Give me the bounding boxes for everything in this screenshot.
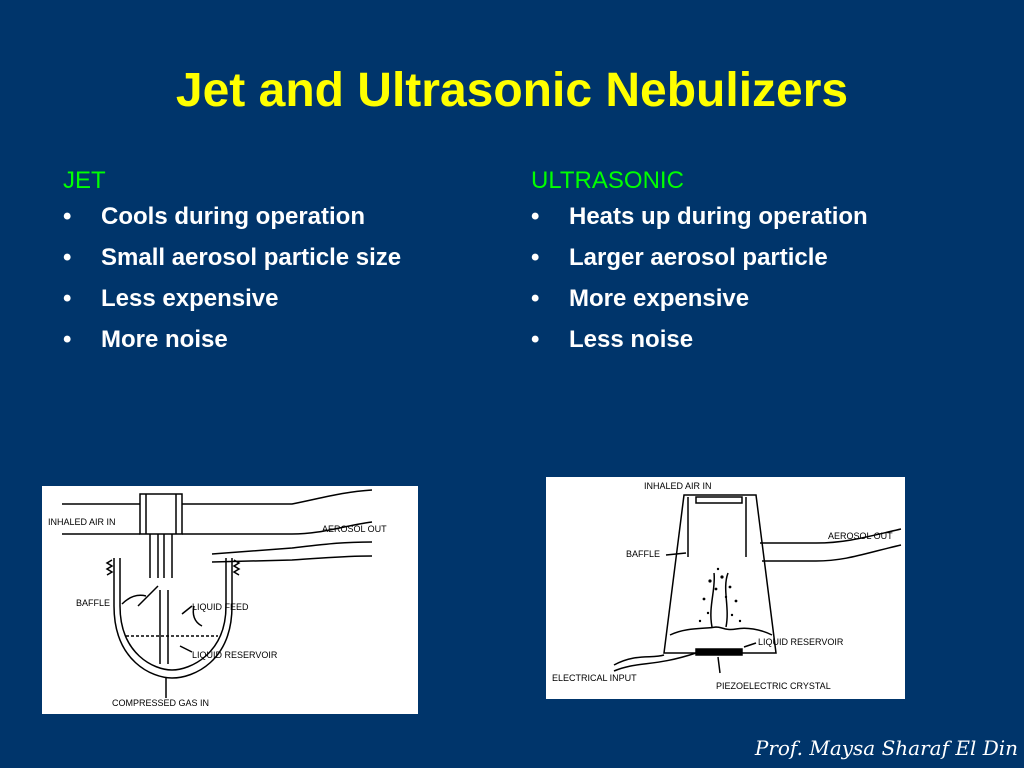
- list-item: • More noise: [63, 325, 503, 366]
- housing: [663, 494, 777, 654]
- author-credit: Prof. Maysa Sharaf El Din: [754, 736, 1018, 760]
- list-item: • Heats up during operation: [531, 202, 991, 243]
- ultrasonic-diagram-svg: INHALED AIR IN AEROSOL OUT BAFFLE LIQUID…: [552, 481, 902, 691]
- list-item-text: Larger aerosol particle: [569, 244, 828, 271]
- aerosol-out-label: AEROSOL OUT: [828, 531, 893, 541]
- baffle-label: BAFFLE: [626, 549, 660, 559]
- electrical-input-label: ELECTRICAL INPUT: [552, 673, 637, 683]
- piezo-crystal-label: PIEZOELECTRIC CRYSTAL: [716, 681, 831, 691]
- upper-wall: [62, 489, 373, 505]
- bullet-icon: •: [63, 244, 72, 271]
- inhaled-air-label: INHALED AIR IN: [644, 481, 712, 491]
- list-item-text: Less expensive: [101, 285, 279, 312]
- liquid-reservoir-label: LIQUID RESERVOIR: [192, 650, 278, 660]
- air-inlet-block: [139, 493, 183, 535]
- list-item: • Larger aerosol particle: [531, 243, 991, 284]
- inhaled-air-label: INHALED AIR IN: [48, 517, 116, 527]
- list-item: • Less noise: [531, 325, 991, 366]
- ultrasonic-list: • Heats up during operation • Larger aeros…: [531, 202, 991, 366]
- jet-diagram-svg: INHALED AIR IN AEROSOL OUT BAFFLE LIQUID…: [48, 489, 387, 708]
- ultrasonic-column: ULTRASONIC • Heats up during operation • L…: [531, 166, 991, 366]
- inlet-cap: [695, 496, 743, 504]
- jet-nebulizer-diagram: INHALED AIR IN AEROSOL OUT BAFFLE LIQUID…: [42, 486, 418, 714]
- liquid-reservoir-label: LIQUID RESERVOIR: [758, 637, 844, 647]
- list-item: • Cools during operation: [63, 202, 503, 243]
- outlet-tube: [62, 521, 373, 535]
- ultrasonic-nebulizer-diagram: INHALED AIR IN AEROSOL OUT BAFFLE LIQUID…: [546, 477, 905, 699]
- baffle-label: BAFFLE: [76, 598, 110, 608]
- bullet-icon: •: [63, 326, 72, 353]
- list-item: • Less expensive: [63, 284, 503, 325]
- liquid-feed-label: LIQUID FEED: [192, 602, 249, 612]
- piezo-crystal: [695, 648, 743, 656]
- bullet-icon: •: [531, 203, 540, 230]
- bullet-icon: •: [531, 244, 540, 271]
- jet-heading: JET: [63, 167, 106, 194]
- list-item-text: Less noise: [569, 326, 694, 353]
- list-item-text: More expensive: [569, 285, 750, 312]
- list-item-text: Cools during operation: [101, 203, 365, 230]
- reservoir-bowl: [113, 558, 233, 679]
- bullet-icon: •: [63, 285, 72, 312]
- list-item-text: More noise: [101, 326, 228, 353]
- slide-title: Jet and Ultrasonic Nebulizers: [175, 64, 849, 117]
- bullet-icon: •: [63, 203, 72, 230]
- bullet-icon: •: [531, 326, 540, 353]
- list-item: • More expensive: [531, 284, 991, 325]
- list-item-text: Small aerosol particle size: [101, 244, 402, 271]
- aerosol-out-label: AEROSOL OUT: [322, 524, 387, 534]
- jet-column: JET • Cools during operation • Small aeros…: [63, 166, 503, 366]
- list-item: • Small aerosol particle size: [63, 243, 503, 284]
- ultrasonic-heading: ULTRASONIC: [531, 167, 684, 194]
- list-item-text: Heats up during operation: [569, 203, 868, 230]
- jet-list: • Cools during operation • Small aerosol p…: [63, 202, 503, 366]
- compressed-gas-label: COMPRESSED GAS IN: [112, 698, 209, 708]
- bullet-icon: •: [531, 285, 540, 312]
